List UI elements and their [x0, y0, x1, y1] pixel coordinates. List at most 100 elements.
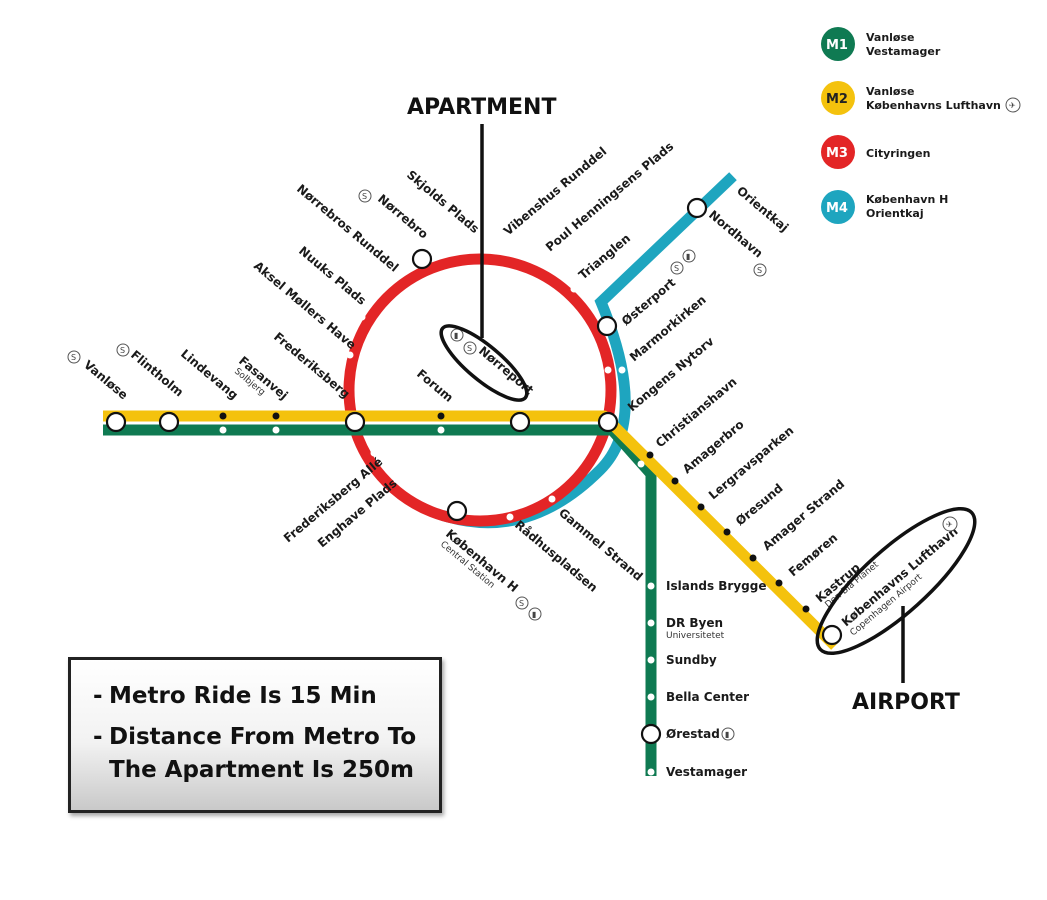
s-train-icon: S — [753, 263, 767, 277]
svg-text:S: S — [120, 346, 125, 355]
legend-m2-badge-text: M2 — [826, 92, 848, 107]
interchange-kbh-h[interactable] — [446, 500, 468, 522]
stop-christianshavn — [646, 451, 654, 459]
label-femoren: Femøren — [786, 531, 840, 580]
legend-m4-badge — [821, 190, 855, 224]
s-train-icon: S — [670, 261, 684, 275]
stop-lergravsparken — [697, 503, 705, 511]
stop-forum-m1 — [437, 426, 445, 434]
interchange-kongens-nytorv[interactable] — [597, 411, 619, 433]
label-aksel: Aksel Møllers Have — [251, 259, 359, 352]
line-m3-ring — [343, 253, 617, 527]
stop-radhuspladsen-m4 — [506, 513, 514, 521]
stop-forum-m2 — [437, 412, 445, 420]
info-line-ride: - Metro Ride Is 15 Min — [93, 680, 439, 713]
info-spacer — [93, 754, 109, 787]
stop-vibenshus — [498, 243, 506, 251]
label-dr-byen-sub: Universitetet — [666, 631, 725, 641]
label-bella-center: Bella Center — [666, 690, 749, 704]
legend-m4: M4 København H Orientkaj — [821, 190, 948, 224]
stop-christianshavn-m1 — [637, 460, 645, 468]
svg-text:▮: ▮ — [725, 730, 729, 739]
airplane-icon: ✈ — [942, 516, 958, 532]
svg-text:S: S — [757, 266, 762, 275]
interchange-nordhavn[interactable] — [686, 197, 708, 219]
s-train-icon: S — [358, 189, 372, 203]
interchange-norreport[interactable] — [509, 411, 531, 433]
interchange-orestad[interactable] — [640, 723, 662, 745]
label-lindevang: Lindevang — [178, 347, 241, 403]
apartment-callout-label: APARTMENT — [407, 95, 556, 120]
stop-fasanvej-m2 — [272, 412, 280, 420]
s-train-icon: S — [116, 343, 130, 357]
info-line-distance: - Distance From Metro To — [93, 721, 439, 754]
info-dash: - — [93, 683, 103, 709]
stop-gammel-strand-m4 — [548, 495, 556, 503]
stop-bella-center — [647, 693, 655, 701]
svg-text:S: S — [519, 599, 524, 608]
label-islands-brygge: Islands Brygge — [666, 579, 766, 593]
interchange-frederiksberg[interactable] — [344, 411, 366, 433]
svg-text:S: S — [71, 353, 76, 362]
stop-marmorkirken-m3 — [604, 366, 612, 374]
legend-m2: M2 Vanløse Københavns Lufthavn ✈ — [821, 81, 1021, 115]
s-train-icon: S — [463, 341, 477, 355]
legend-m1-badge-text: M1 — [826, 38, 848, 53]
legend-m1-line1: Vanløse — [866, 31, 915, 44]
stop-sundby — [647, 656, 655, 664]
stop-amager-strand — [749, 554, 757, 562]
legend-m3-badge-text: M3 — [826, 146, 848, 161]
stop-islands-brygge — [647, 582, 655, 590]
stop-poul — [538, 259, 546, 267]
label-vanlose: Vanløse — [81, 358, 131, 403]
stop-nuuks — [358, 313, 366, 321]
train-icon: ▮ — [721, 727, 735, 741]
label-nordhavn: Nordhavn — [706, 208, 765, 261]
legend-m3-line1: Cityringen — [866, 147, 930, 160]
legend-m1-badge — [821, 27, 855, 61]
interchange-lufthavn[interactable] — [821, 624, 843, 646]
stop-trianglen — [570, 285, 578, 293]
label-flintholm: Flintholm — [128, 348, 186, 400]
train-icon: ▮ — [682, 249, 696, 263]
label-vestamager: Vestamager — [666, 765, 747, 779]
interchanges — [105, 197, 843, 745]
label-oresund: Øresund — [733, 481, 786, 528]
interchange-norrebro[interactable] — [411, 248, 433, 270]
interchange-osterport[interactable] — [596, 315, 618, 337]
label-poul: Poul Henningsens Plads — [543, 139, 676, 254]
svg-text:S: S — [467, 344, 472, 353]
stop-dr-byen — [647, 619, 655, 627]
svg-text:▮: ▮ — [532, 610, 536, 619]
svg-text:✈: ✈ — [946, 520, 953, 529]
label-orientkaj: Orientkaj — [734, 184, 791, 235]
info-distance-text-2: The Apartment Is 250m — [109, 757, 414, 783]
info-line-distance-2: The Apartment Is 250m — [93, 754, 439, 787]
label-orestad: Ørestad — [666, 727, 720, 741]
legend-m4-line2: Orientkaj — [866, 207, 924, 220]
info-box: - Metro Ride Is 15 Min - Distance From M… — [68, 657, 442, 813]
stop-vestamager — [647, 768, 655, 776]
label-dr-byen: DR Byen — [666, 616, 723, 630]
svg-text:S: S — [362, 192, 367, 201]
legend-m3-badge — [821, 135, 855, 169]
label-forum: Forum — [414, 367, 456, 405]
stop-marmorkirken-m4 — [618, 366, 626, 374]
info-distance-text-1: Distance From Metro To — [109, 724, 417, 750]
label-vibenshus: Vibenshus Runddel — [501, 144, 609, 238]
legend-m3: M3 Cityringen — [821, 135, 930, 169]
stop-skjolds — [457, 242, 465, 250]
stop-norrebros-runddel — [380, 283, 388, 291]
svg-text:S: S — [674, 264, 679, 273]
interchange-vanlose[interactable] — [105, 411, 127, 433]
stop-oresund — [723, 528, 731, 536]
stop-enghave — [393, 476, 401, 484]
stop-amagerbro — [671, 477, 679, 485]
airplane-icon: ✈ — [1005, 97, 1021, 113]
legend: M1 Vanløse Vestamager M2 Vanløse Københa… — [821, 27, 1021, 224]
stop-aksel — [346, 351, 354, 359]
stop-frb-alle — [370, 449, 378, 457]
interchange-flintholm[interactable] — [158, 411, 180, 433]
train-icon: ▮ — [450, 328, 464, 342]
